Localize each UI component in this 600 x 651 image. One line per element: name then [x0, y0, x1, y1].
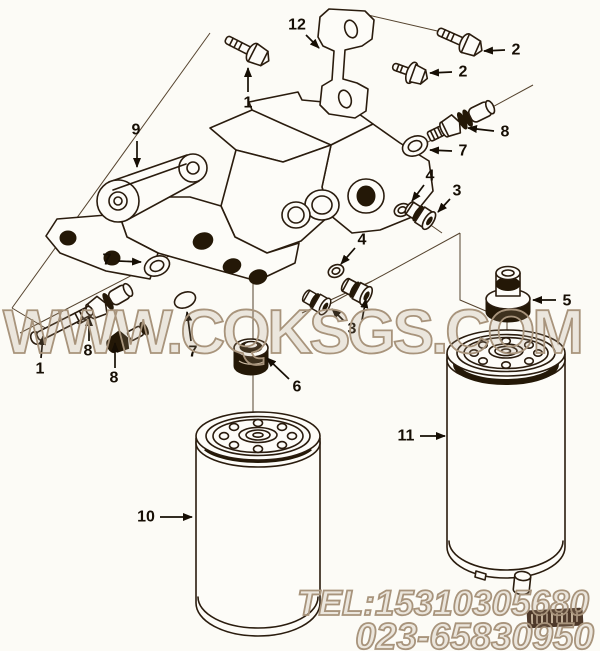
callout-8: 8	[110, 342, 119, 387]
wif-sensor	[485, 265, 531, 323]
callout-2: 2	[429, 64, 468, 81]
callout-7: 7	[184, 311, 198, 361]
callout-4: 4	[340, 232, 367, 265]
callout-2: 2	[483, 42, 521, 59]
plug-mid-left	[301, 289, 332, 316]
fuel-filter-left	[195, 411, 321, 637]
svg-text:2: 2	[512, 42, 521, 59]
svg-text:6: 6	[293, 379, 302, 396]
callout-3: 3	[437, 183, 462, 213]
connector-fitting-mid	[106, 321, 149, 354]
callout-7: 7	[429, 143, 468, 160]
svg-text:4: 4	[358, 232, 367, 249]
callout-12: 12	[288, 17, 320, 49]
svg-text:3: 3	[348, 321, 357, 338]
callout-10: 10	[137, 509, 193, 526]
svg-text:1: 1	[36, 361, 45, 378]
fuel-filter-right	[446, 329, 566, 596]
callout-1: 1	[244, 67, 253, 112]
svg-text:7: 7	[189, 344, 198, 361]
plug-right	[404, 201, 437, 231]
svg-text:7: 7	[103, 252, 112, 269]
callout-6: 6	[266, 357, 302, 396]
callout-1: 1	[36, 335, 47, 378]
callout-8: 8	[84, 316, 93, 360]
svg-text:8: 8	[501, 124, 510, 141]
sealing-washer-mid	[327, 263, 345, 279]
ink-stamp	[526, 607, 584, 629]
svg-text:9: 9	[132, 122, 141, 139]
callout-7: 7	[103, 252, 142, 269]
drain-plug	[512, 570, 532, 596]
inlet-tube	[29, 305, 94, 346]
mounting-bracket	[317, 8, 375, 119]
svg-text:11: 11	[398, 428, 415, 445]
bottom-tab	[474, 570, 487, 581]
threaded-adapter	[233, 338, 269, 376]
svg-text:12: 12	[288, 17, 306, 34]
callout-4: 4	[411, 168, 435, 202]
svg-text:4: 4	[426, 168, 435, 185]
hex-bolt-2a	[436, 27, 483, 57]
svg-text:10: 10	[137, 509, 155, 526]
o-ring-right	[401, 135, 429, 157]
hex-bolt-2b	[391, 61, 429, 85]
callout-8: 8	[467, 124, 510, 141]
hex-bolt-1	[224, 35, 270, 67]
callout-3: 3	[331, 298, 369, 338]
callout-5: 5	[532, 293, 572, 310]
connector-fitting-right	[426, 99, 496, 142]
svg-text:1: 1	[244, 95, 253, 112]
svg-text:8: 8	[84, 343, 93, 360]
svg-text:7: 7	[459, 143, 468, 160]
support-arm	[96, 153, 208, 223]
svg-text:2: 2	[459, 64, 468, 81]
svg-text:5: 5	[563, 293, 572, 310]
svg-text:3: 3	[453, 183, 462, 200]
plug-mid-right	[340, 277, 374, 306]
connector-fitting-left	[73, 282, 134, 325]
o-ring-mid	[173, 291, 197, 309]
svg-text:8: 8	[110, 370, 119, 387]
callout-9: 9	[132, 122, 141, 168]
callout-11: 11	[398, 428, 446, 445]
o-ring-left	[143, 255, 171, 277]
